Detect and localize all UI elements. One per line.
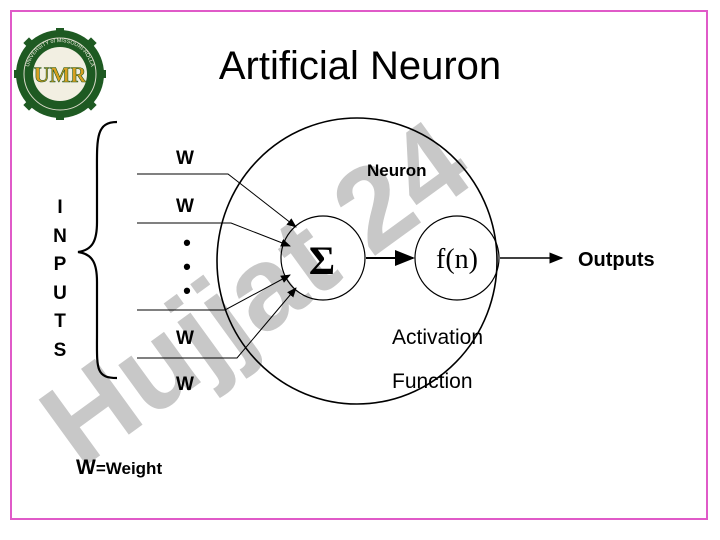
logo-initials: UMR — [34, 62, 88, 87]
sum-circle — [280, 215, 366, 301]
input-line-2 — [137, 222, 291, 247]
weight-legend: W=Weight — [76, 456, 162, 480]
neuron-label: Neuron — [367, 161, 427, 180]
activation-label-line2: Function — [392, 370, 473, 393]
sum-symbol: Σ — [309, 238, 335, 283]
outputs-label: Outputs — [578, 249, 655, 271]
input-line-3 — [137, 274, 291, 311]
inputs-letter: S — [53, 340, 67, 361]
weight-label-1: W — [176, 148, 194, 169]
weight-label-3: W — [176, 328, 194, 349]
neuron-ellipse — [216, 117, 498, 405]
activation-circle — [414, 215, 500, 301]
legend-symbol: W — [76, 456, 96, 479]
activation-label-line1: Activation — [392, 326, 484, 349]
inputs-letter: I — [57, 197, 63, 218]
weight-label-2: W — [176, 196, 194, 217]
ellipsis-dot-1: • — [183, 230, 191, 255]
inputs-letter: N — [53, 226, 67, 247]
weight-label-4: W — [176, 374, 194, 395]
slide-title: Artificial Neuron — [218, 44, 502, 88]
slide-frame — [10, 10, 708, 520]
input-line-1 — [137, 173, 297, 228]
activation-symbol: f(n) — [436, 244, 478, 275]
inputs-letter: T — [54, 311, 66, 332]
inputs-brace — [77, 120, 118, 380]
input-line-4 — [137, 287, 297, 359]
university-logo: UNIVERSITY of MISSOURI-ROLLA UMR — [14, 28, 106, 120]
inputs-letter: P — [53, 254, 67, 275]
inputs-letter: U — [53, 283, 67, 304]
ellipsis-dot-2: • — [183, 254, 191, 279]
legend-text: =Weight — [95, 459, 163, 478]
ellipsis-dot-3: • — [183, 278, 191, 303]
